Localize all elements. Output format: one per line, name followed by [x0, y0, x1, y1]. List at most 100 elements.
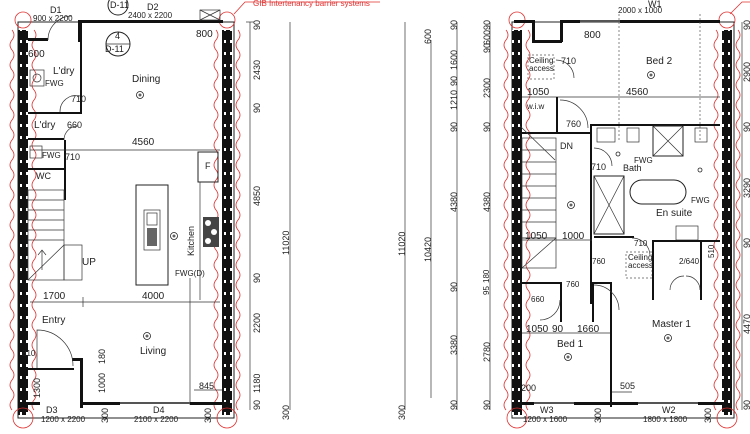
door-d4-label: D4 — [153, 405, 165, 415]
ff-dim-505: 505 — [620, 381, 636, 391]
ff-c2-2780: 2780 — [482, 341, 492, 362]
ff-c2-4380: 4380 — [482, 191, 492, 212]
dim-1300: 1300 — [32, 377, 42, 398]
door-d1-label: D1 — [50, 5, 62, 15]
ground-floor-plan — [9, 0, 380, 429]
ff-left-total: 11020 — [397, 231, 407, 256]
ff-dim-1660: 1660 — [577, 324, 600, 335]
ceiling-access-1 — [527, 54, 555, 80]
gib-barrier-annotation: GIB Intertenancy barrier systems — [253, 0, 370, 8]
ff-dim-710-b: 710 — [591, 162, 607, 172]
ff-right-90-b: 90 — [742, 121, 750, 132]
right-intertenancy-wall — [222, 30, 232, 415]
ff-dim-660: 660 — [531, 295, 545, 304]
ff-c2-90-d: 90 — [482, 399, 492, 410]
stairs-up-label: UP — [82, 257, 96, 268]
fwg-d-label: FWG(D) — [175, 269, 205, 278]
ff-dim-4560: 4560 — [626, 87, 649, 98]
window-w3-size: 1200 x 1600 — [523, 415, 568, 424]
window-w1-label: W1 — [648, 0, 662, 9]
ff-c2-95: 95 — [482, 286, 491, 295]
door-d1-size: 900 x 2200 — [33, 14, 73, 23]
stairs-up — [27, 189, 83, 281]
ff-left-inner: 10420 — [423, 236, 433, 262]
room-ensuite: En suite — [656, 208, 693, 219]
ff-c2-90-b: 90 — [482, 42, 492, 53]
right-intertenancy-wall-ff — [722, 30, 732, 415]
dim-4000: 4000 — [142, 291, 165, 302]
window-w3-label: W3 — [540, 405, 554, 415]
room-wiw: w.i.w — [527, 102, 545, 111]
ff-dim-760-b: 760 — [592, 257, 606, 266]
door-d4-size: 2100 x 2200 — [134, 415, 179, 424]
door-d2-size: 2400 x 2200 — [128, 11, 173, 20]
ceiling-access-label-1: Ceiling access — [529, 56, 554, 73]
ff-c2-90-c: 90 — [482, 121, 492, 132]
dim-1700: 1700 — [43, 291, 66, 302]
ff-right-90-d: 90 — [742, 399, 750, 410]
ff-dim-800: 800 — [584, 30, 601, 41]
stairs-down — [519, 125, 557, 269]
ff-dim-1050-c: 1050 — [526, 324, 549, 335]
ff-c2-2300: 2300 — [482, 77, 492, 98]
ff-dim-2-640: 2/640 — [679, 257, 700, 266]
ff-dim-760-c: 760 — [566, 280, 580, 289]
ff-right-90-c: 90 — [742, 237, 750, 248]
side-dim-1180: 1180 — [252, 373, 262, 393]
dim-180: 180 — [97, 348, 107, 364]
dim-710-a: 710 — [71, 94, 87, 104]
dim-300-a: 300 — [100, 407, 110, 423]
window-w2-label: W2 — [662, 405, 676, 415]
window-w1-size: 2000 x 1000 — [618, 6, 663, 15]
room-kitchen: Kitchen — [186, 225, 196, 256]
dim-1000: 1000 — [97, 372, 107, 393]
ff-c1-90-a: 90 — [449, 19, 459, 30]
fridge-label: F — [205, 161, 211, 171]
side-dim-90-b: 90 — [252, 102, 262, 113]
ceiling-access-label-2: Ceiling access — [628, 253, 653, 270]
ff-c2-90-a: 90 — [482, 19, 492, 30]
left-intertenancy-wall — [18, 30, 28, 415]
room-bed-1: Bed 1 — [557, 339, 584, 350]
dim-845: 845 — [199, 381, 215, 391]
ff-dim-90: 90 — [552, 324, 564, 335]
side-dim-90-a: 90 — [252, 19, 262, 30]
room-bath: Bath — [623, 163, 642, 173]
ff-c1-1210: 1210 — [449, 89, 459, 110]
ff-dim-200: 200 — [521, 383, 537, 393]
dim-710-b: 710 — [65, 152, 81, 162]
ff-dim-760-a: 760 — [566, 119, 582, 129]
ff-c1-90-c: 90 — [449, 121, 459, 132]
ff-right-2900: 2900 — [742, 61, 750, 82]
room-wc: WC — [36, 171, 51, 181]
ff-dim-710-a: 710 — [561, 56, 577, 66]
section-ref-top: D-11 — [110, 0, 129, 10]
ff-fwg-1: FWG — [634, 156, 653, 165]
dim-660: 660 — [67, 120, 83, 130]
room-dining: Dining — [132, 74, 161, 85]
door-d3-size: 1200 x 2200 — [41, 415, 86, 424]
side-dim-2430: 2430 — [252, 59, 262, 80]
ff-dim-1050-a: 1050 — [527, 87, 550, 98]
side-dim-total: 11020 — [281, 230, 291, 255]
fwg-label-2: FWG — [42, 151, 61, 160]
ff-dim-300-a: 300 — [593, 407, 603, 423]
first-floor-plan — [404, 1, 750, 429]
room-bed-2: Bed 2 — [646, 56, 673, 67]
ff-dim-510: 510 — [707, 244, 716, 258]
ff-dim-1050-b: 1050 — [525, 231, 548, 242]
ff-c1-4380: 4380 — [449, 191, 459, 212]
stairs-down-label: DN — [560, 141, 573, 151]
ff-right-3290: 3290 — [742, 177, 750, 198]
ff-c0-600: 600 — [423, 28, 433, 44]
door-d3-label: D3 — [46, 405, 58, 415]
room-master-1: Master 1 — [652, 319, 691, 330]
ff-right-90-a: 90 — [742, 19, 750, 30]
side-dim-4850: 4850 — [252, 185, 262, 206]
ff-c1-300: 300 — [397, 404, 407, 420]
ff-c1-1600: 1600 — [449, 49, 459, 70]
ff-c1-3380: 3380 — [449, 334, 459, 355]
ff-dim-1000: 1000 — [562, 231, 585, 242]
ff-c1-90-b: 90 — [449, 75, 459, 86]
